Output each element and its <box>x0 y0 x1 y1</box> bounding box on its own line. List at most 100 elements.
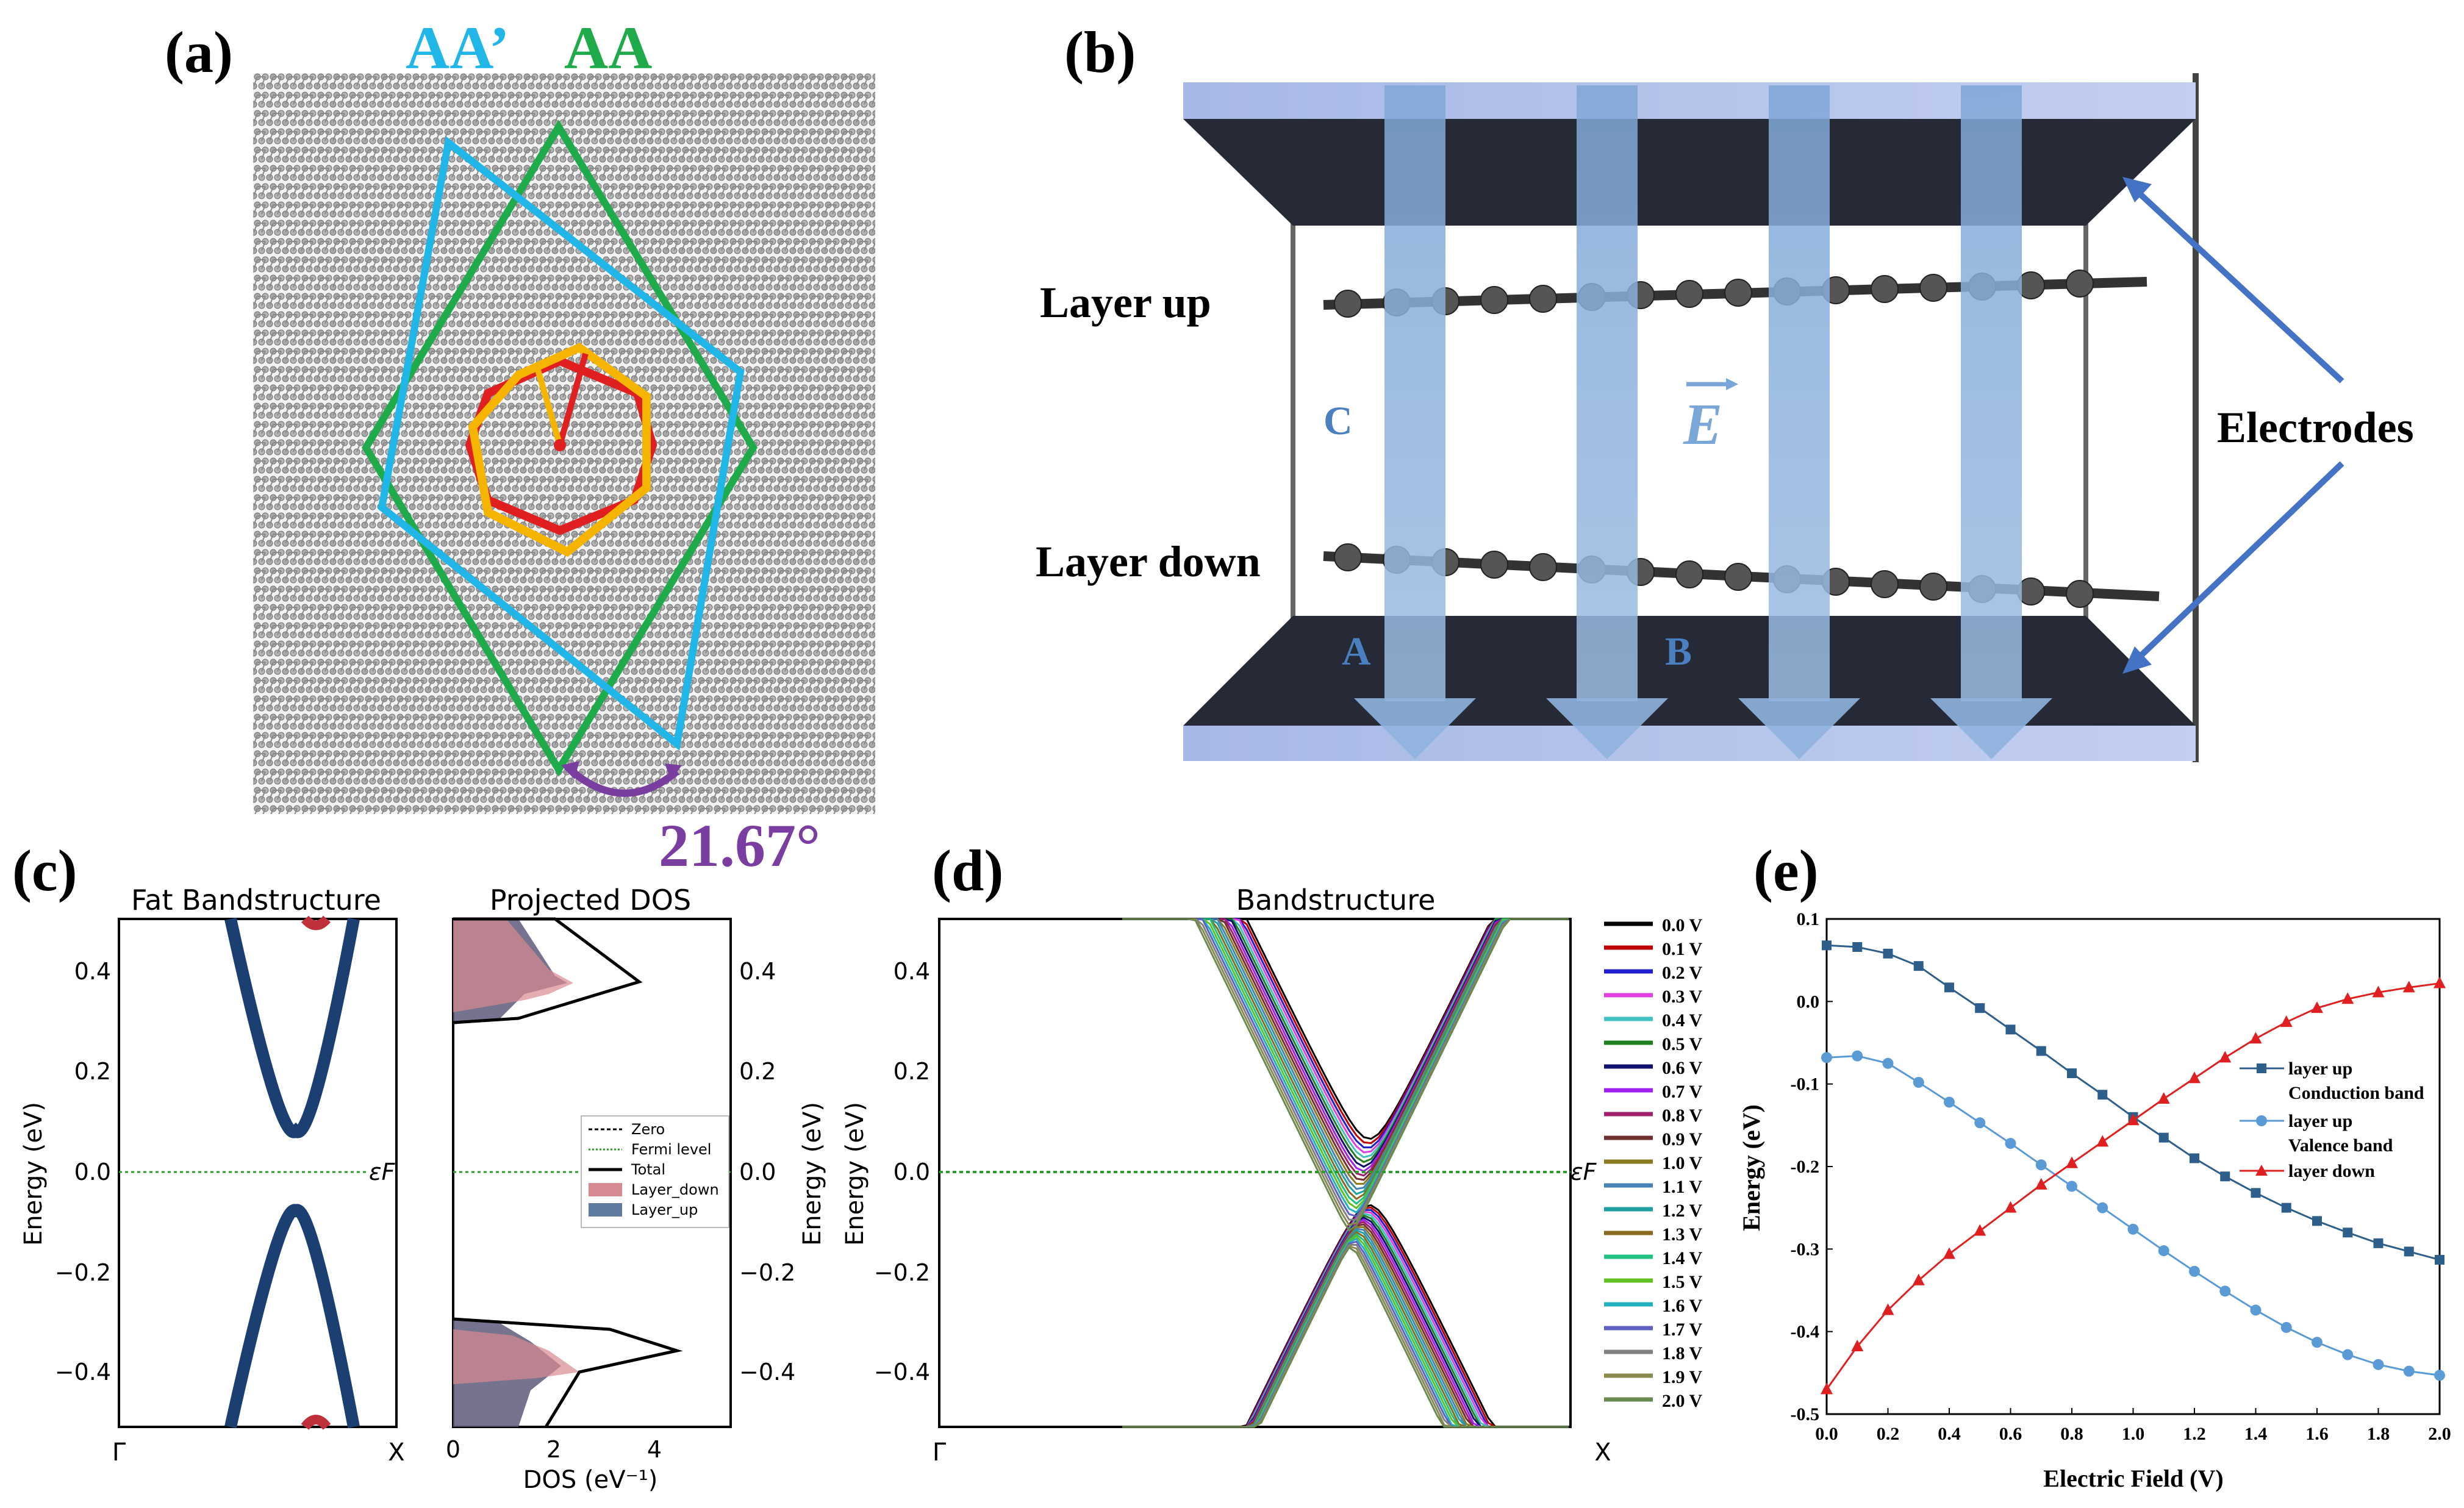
x-tick-label: 1.8 <box>2367 1424 2390 1444</box>
panel-d: (d) Bandstructure εF 0.4 0.2 0.0 −0.2 −0… <box>798 838 1702 1467</box>
twist-angle-label: 21.67° <box>659 812 820 879</box>
ytick-label: 0.0 <box>74 1159 111 1185</box>
fat-band-valence-band <box>224 1204 360 1429</box>
y-tick-label: -0.1 <box>1791 1074 1820 1095</box>
data-point-triangle <box>1974 1224 1986 1236</box>
legend-voltage-label: 0.5 V <box>1662 1034 1702 1054</box>
band-curve-valence <box>1122 1246 1569 1428</box>
legend-voltage-label: 1.3 V <box>1662 1224 1702 1245</box>
legend-total: Total <box>631 1161 665 1178</box>
data-point-triangle <box>2372 985 2385 998</box>
ytick-label: 0.2 <box>74 1058 111 1085</box>
legend-voltage-label: 0.2 V <box>1662 963 1702 983</box>
panel-label-a: (a) <box>165 20 233 85</box>
data-point-circle <box>1944 1096 1955 1108</box>
y-tick-label: -0.3 <box>1791 1239 1820 1259</box>
data-point-square <box>1822 940 1832 951</box>
data-point-square <box>2220 1171 2230 1182</box>
angle-arc <box>564 764 679 797</box>
legend-vb-2: Valence band <box>2288 1135 2393 1156</box>
data-point-circle <box>2005 1138 2016 1149</box>
x-tick-label: 1.0 <box>2122 1424 2145 1444</box>
legend-voltage-label: 1.4 V <box>1662 1248 1702 1268</box>
data-point-circle <box>1821 1052 1832 1063</box>
data-point-circle <box>2373 1359 2384 1370</box>
fat-band-conduction-band <box>224 917 360 1138</box>
data-point-circle <box>2342 1349 2354 1360</box>
data-point-circle <box>1913 1076 1924 1088</box>
bandstructure-yticks: 0.4 0.2 0.0 −0.2 −0.4 <box>874 958 930 1385</box>
bandstructure-title: Bandstructure <box>1236 884 1436 917</box>
data-point-square <box>2404 1246 2414 1257</box>
data-point-square <box>1852 942 1863 952</box>
panel-label-c: (c) <box>12 838 77 903</box>
fat-band-ef-label: εF <box>369 1159 396 1185</box>
xtick-label: 0 <box>446 1436 460 1463</box>
data-point-triangle <box>2004 1201 2017 1213</box>
data-point-circle <box>2219 1285 2231 1297</box>
panel-c: (c) Fat Bandstructure εF 0.4 0.2 0.0 −0.… <box>12 838 795 1494</box>
electrodes-label: Electrodes <box>2217 403 2414 452</box>
data-point-circle <box>2127 1223 2139 1235</box>
data-point-circle <box>1974 1117 1986 1129</box>
legend-voltage-label: 2.0 V <box>1662 1391 1702 1411</box>
red-vector <box>557 352 589 446</box>
data-point-square <box>2251 1188 2261 1198</box>
pdos-layer-down-bottom <box>453 1329 579 1384</box>
top-electrode-edge <box>1183 82 2196 119</box>
data-point-triangle <box>2249 1032 2262 1044</box>
field-plot-xlabel: Electric Field (V) <box>2043 1465 2223 1492</box>
label-aa-prime: AA’ <box>406 14 509 82</box>
y-tick-label: -0.5 <box>1791 1404 1820 1424</box>
pdos-legend: Zero Fermi level Total Layer_down Layer_… <box>581 1115 729 1228</box>
electrode-pointer-arrows <box>2122 177 2344 674</box>
ytick-label: −0.4 <box>739 1359 795 1385</box>
legend-marker-square <box>2257 1063 2266 1073</box>
y-tick-label: -0.2 <box>1791 1157 1820 1177</box>
data-point-circle <box>1882 1057 1894 1069</box>
legend-ld: layer down <box>2288 1161 2375 1181</box>
fat-band-title: Fat Bandstructure <box>131 884 381 917</box>
origin-point <box>554 439 566 451</box>
data-point-circle <box>2403 1365 2415 1377</box>
data-point-circle <box>2434 1370 2445 1381</box>
band-curve-conduction <box>1122 918 1569 1232</box>
data-point-square <box>1975 1003 1985 1013</box>
aa-supercell-rhombus <box>362 120 758 777</box>
legend-marker-triangle <box>2255 1165 2268 1176</box>
ytick-label: −0.4 <box>874 1359 930 1385</box>
pdos-total-top <box>453 917 643 1024</box>
legend-voltage-label: 1.0 V <box>1662 1153 1702 1173</box>
data-point-circle <box>2035 1159 2047 1171</box>
pdos-total-bottom <box>453 1317 683 1428</box>
data-point-square <box>2097 1090 2108 1100</box>
xtick-label: 2 <box>546 1436 561 1463</box>
corner-label-c: C <box>1323 399 1353 443</box>
legend-voltage-label: 0.7 V <box>1662 1082 1702 1102</box>
ytick-label: 0.0 <box>739 1159 776 1185</box>
field-vector-arrow <box>1686 378 1738 390</box>
y-tick-label: 0.0 <box>1797 992 1820 1012</box>
panel-label-d: (d) <box>932 838 1003 903</box>
bandstructure-curves <box>1122 918 1569 1428</box>
legend-marker-circle <box>2256 1115 2267 1126</box>
legend-voltage-label: 1.6 V <box>1662 1296 1702 1316</box>
legend-voltage-label: 1.2 V <box>1662 1201 1702 1221</box>
data-point-triangle <box>2157 1092 2170 1104</box>
kpoint-x: X <box>1594 1438 1611 1467</box>
x-tick-label: 0.8 <box>2060 1424 2083 1444</box>
data-point-triangle <box>1912 1273 1925 1285</box>
x-tick-label: 1.6 <box>2305 1424 2329 1444</box>
bandstructure-ef-label: εF <box>1570 1159 1597 1185</box>
legend-voltage-label: 0.9 V <box>1662 1129 1702 1149</box>
aa-prime-supercell <box>378 136 745 751</box>
panel-label-b: (b) <box>1064 20 1136 85</box>
yellow-vector <box>534 365 563 446</box>
legend-voltage-label: 0.1 V <box>1662 939 1702 959</box>
x-tick-label: 0.4 <box>1938 1424 1961 1444</box>
legend-voltage-label: 0.4 V <box>1662 1010 1702 1031</box>
graphene-layer-down <box>1323 543 2160 608</box>
graphene-layer-up <box>1323 270 2147 318</box>
